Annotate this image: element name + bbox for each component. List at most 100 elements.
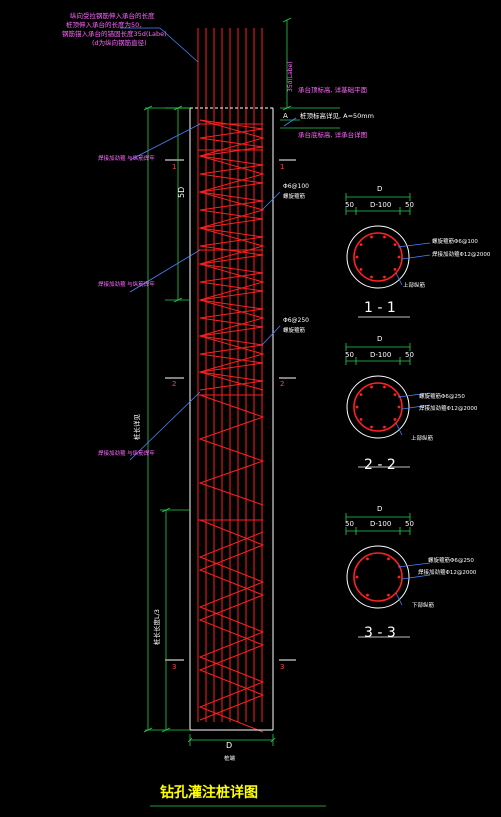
section-3-dim-top: D — [377, 505, 382, 513]
section-2-id: 2 - 2 — [364, 457, 396, 473]
callout-1: 焊接加劲箍 与纵筋焊牢 — [98, 154, 155, 162]
section-bar — [359, 267, 363, 271]
section-bar — [383, 275, 386, 279]
section-bar — [387, 593, 390, 597]
callout-3: 焊接加劲箍 与纵筋焊牢 — [98, 449, 155, 457]
section-bar — [359, 243, 363, 247]
section-bar — [393, 243, 397, 247]
rebar-layer — [197, 28, 265, 733]
top-note-line-3: 钢筋锚入承台的锚固长度35d(Labe) — [62, 29, 167, 38]
spiral-dense-b — [198, 119, 265, 391]
pile-outline — [165, 107, 296, 731]
section-bar — [383, 385, 386, 389]
section-mark-1-left: 1 — [172, 163, 176, 171]
section-bar — [359, 393, 363, 397]
section-3-id: 3 - 3 — [364, 625, 396, 641]
section-spiral-leader — [397, 562, 431, 568]
section-bar — [359, 417, 363, 421]
callout-2: 焊接加劲箍 与纵筋焊牢 — [98, 280, 155, 288]
section-bars-leader — [395, 422, 403, 436]
callout-1-leader — [129, 123, 201, 161]
cross-sections — [345, 193, 431, 638]
spiral-top-label: Φ6@100 — [283, 183, 309, 190]
section-bar — [387, 557, 390, 561]
section-1-dim-right: 50 — [405, 201, 414, 209]
dim-pile-length: 桩长详见 — [132, 414, 141, 441]
section-bar — [370, 425, 373, 429]
pile-top-leader — [283, 117, 297, 127]
section-1-geometry — [345, 193, 431, 318]
section-bar — [383, 425, 386, 429]
spiral-dense — [199, 119, 264, 391]
section-bar — [366, 593, 369, 597]
anchor-dim-label: 35d(Labe) — [287, 61, 294, 92]
l3-tick — [161, 727, 171, 733]
section-2-dim-left: 50 — [345, 351, 354, 359]
dimension-layer — [143, 17, 340, 807]
section-bar — [370, 235, 373, 239]
section-stiffener-leader — [401, 404, 431, 410]
section-spiral-circle — [353, 232, 403, 282]
top-note: 纵向受拉钢筋伸入承台的长度 桩顶伸入承台的长度为50, 钢筋锚入承台的锚固长度3… — [62, 11, 167, 47]
callout-3-leader — [129, 391, 201, 461]
top-note-line-2: 桩顶伸入承台的长度为50, — [66, 20, 141, 29]
section-3: D 50 D-100 50 螺旋箍筋Φ6@250 焊接加劲箍Φ12@2000 下… — [345, 505, 477, 641]
section-3-dim-left: 50 — [345, 520, 354, 528]
section-1-id: 1 - 1 — [364, 300, 396, 316]
section-3-dim-right: 50 — [405, 520, 414, 528]
section-1-dim-left: 50 — [345, 201, 354, 209]
section-outer-circle — [346, 375, 410, 439]
drawing-title: 钻孔灌注桩详图 — [160, 784, 258, 801]
section-mark-2-right: 2 — [280, 380, 284, 388]
section-bars-leader — [395, 272, 403, 286]
spiral-bottom — [198, 519, 265, 721]
top-note-line-4: (d为纵向钢筋直径) — [92, 38, 147, 47]
top-note-line-1: 纵向受拉钢筋伸入承台的长度 — [70, 11, 155, 20]
section-1: D 50 D-100 50 螺旋箍筋Φ6@100 焊接加劲箍Φ12@2000 上… — [345, 185, 491, 316]
spiral-sparse — [198, 394, 265, 506]
section-1-stiffener: 焊接加劲箍Φ12@2000 — [432, 250, 491, 258]
section-bar — [370, 275, 373, 279]
section-bar — [393, 267, 397, 271]
section-bar — [366, 557, 369, 561]
dim-l3: 桩长长度L/3 — [152, 609, 161, 645]
spiral-top-sub: 螺旋箍筋 — [283, 192, 306, 200]
dim-5d: 5D — [177, 187, 186, 198]
section-spiral-leader — [397, 392, 431, 398]
section-bar — [355, 255, 359, 259]
cap-top-label: 承台顶标高, 详基础平面 — [298, 85, 368, 94]
section-bars-leader — [395, 592, 403, 606]
spiral-mid-label: Φ6@250 — [283, 317, 309, 324]
section-3-bars: 下部纵筋 — [412, 601, 435, 609]
bottom-label: 桩端 — [224, 754, 236, 762]
section-bar — [355, 405, 359, 409]
section-bar — [370, 385, 373, 389]
section-stiffener-leader — [401, 574, 431, 580]
section-1-spiral: 螺旋箍筋Φ6@100 — [432, 237, 478, 245]
section-2-geometry — [345, 343, 431, 468]
section-stiffener-leader — [401, 254, 431, 260]
leader-layer — [120, 27, 297, 461]
section-3-dim-mid: D-100 — [370, 520, 391, 528]
section-1-bars: 上部纵筋 — [403, 281, 426, 289]
section-2-dim-top: D — [377, 335, 382, 343]
section-spiral-circle — [353, 552, 403, 602]
section-mark-3-right: 3 — [280, 663, 284, 671]
section-2-dim-mid: D-100 — [370, 351, 391, 359]
top-note-leader — [159, 27, 199, 63]
dim-bottom: D — [226, 741, 232, 750]
spiral-mid-leader — [261, 325, 281, 346]
callout-2-leader — [129, 249, 201, 293]
spiral-top-leader — [261, 191, 281, 211]
callout-1-text: 焊接加劲箍 与纵筋焊牢 — [98, 154, 155, 162]
section-bar — [393, 393, 397, 397]
section-2: D 50 D-100 50 螺旋箍筋Φ6@250 焊接加劲箍Φ12@2000 上… — [345, 335, 478, 473]
section-outer-circle — [346, 225, 410, 289]
section-2-bars: 上部纵筋 — [411, 434, 434, 442]
section-bar — [397, 405, 401, 409]
section-mark-2-left: 2 — [172, 380, 176, 388]
section-3-geometry — [345, 513, 431, 638]
cap-marker: A — [283, 112, 288, 120]
spiral-mid-sub: 螺旋箍筋 — [283, 326, 306, 334]
